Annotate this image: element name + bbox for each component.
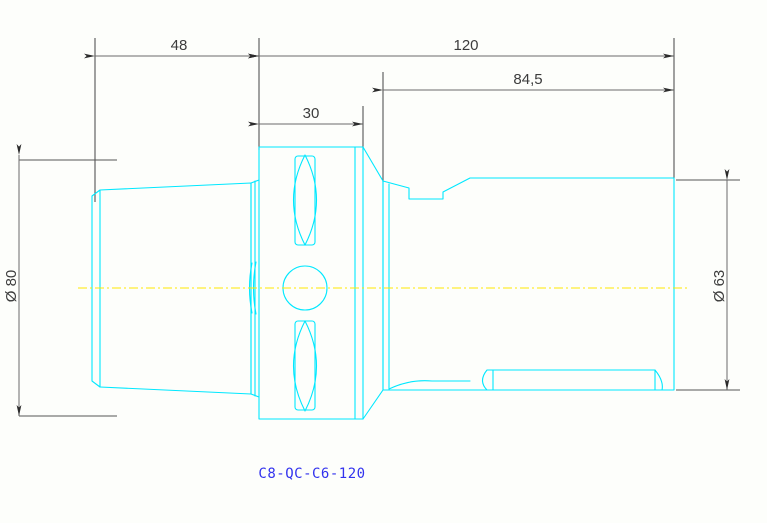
dimension-dia-63: Ø 63 xyxy=(711,169,730,390)
dimension-48: 48 xyxy=(84,37,259,59)
part-number-label: C8-QC-C6-120 xyxy=(258,466,365,482)
transition-section xyxy=(362,146,384,420)
clamping-flat xyxy=(481,369,663,391)
drive-slot-upper-inner xyxy=(294,155,316,246)
dim-label-48: 48 xyxy=(171,37,188,54)
drive-slot-lower-inner xyxy=(294,320,316,411)
dim-label-84-5: 84,5 xyxy=(513,71,542,88)
dimension-dia-80: Ø 80 xyxy=(3,144,22,416)
drive-slot-lower-outline xyxy=(292,320,318,412)
drive-slot-upper-outline xyxy=(292,154,318,246)
dimension-30: 30 xyxy=(248,105,363,127)
dim-label-dia-63: Ø 63 xyxy=(711,270,728,303)
shank-bottom-relief xyxy=(388,380,471,390)
dim-label-dia-80: Ø 80 xyxy=(3,270,20,303)
transition-profile xyxy=(362,146,384,420)
dimension-120: 120 xyxy=(248,37,674,59)
extension-lines xyxy=(19,38,740,417)
dimension-84-5: 84,5 xyxy=(372,71,674,93)
dim-label-30: 30 xyxy=(303,105,320,122)
shank-profile xyxy=(382,177,675,391)
dim-label-120: 120 xyxy=(453,37,478,54)
part-geometry xyxy=(78,146,690,420)
shank-section xyxy=(382,177,675,391)
flange-section xyxy=(258,146,364,420)
flange-body xyxy=(258,146,364,420)
